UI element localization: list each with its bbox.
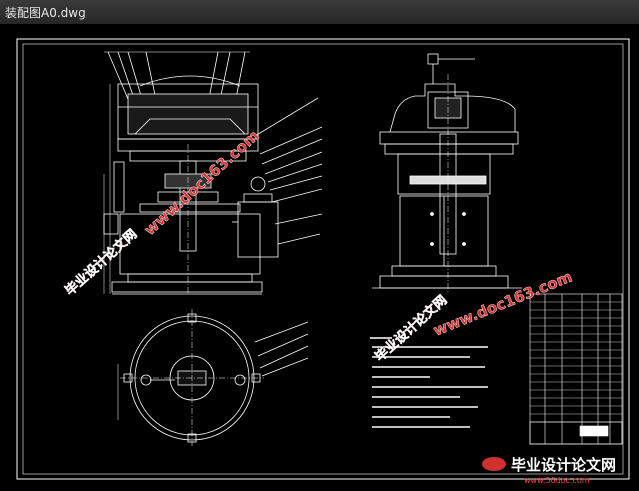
parts-list-table <box>529 293 623 445</box>
front-section-view <box>103 51 323 295</box>
watermark-url-1: www.doc163.com <box>141 127 263 239</box>
watermark-cn-1: 毕业设计论文网 <box>62 226 140 299</box>
watermark-url-2: www.doc163.com <box>431 268 575 340</box>
footer-cn-text: 毕业设计论文网 <box>511 456 616 474</box>
footer-badge: 毕业设计论文网 www.56doc.com <box>482 456 616 485</box>
window-title: 装配图A0.dwg <box>5 6 86 20</box>
side-view <box>372 53 522 294</box>
technical-notes <box>370 337 488 428</box>
logo-icon <box>482 457 506 471</box>
footer-url-text: www.56doc.com <box>524 476 590 485</box>
plan-view <box>117 309 309 446</box>
outer-frame <box>16 38 630 480</box>
cad-drawing: www.doc163.com 毕业设计论文网 www.doc163.com 毕业… <box>16 38 630 485</box>
window-titlebar: 装配图A0.dwg <box>0 0 639 25</box>
watermark-group: www.doc163.com 毕业设计论文网 www.doc163.com 毕业… <box>62 126 575 365</box>
inner-frame <box>22 43 624 475</box>
drawing-canvas[interactable]: www.doc163.com 毕业设计论文网 www.doc163.com 毕业… <box>0 24 639 487</box>
